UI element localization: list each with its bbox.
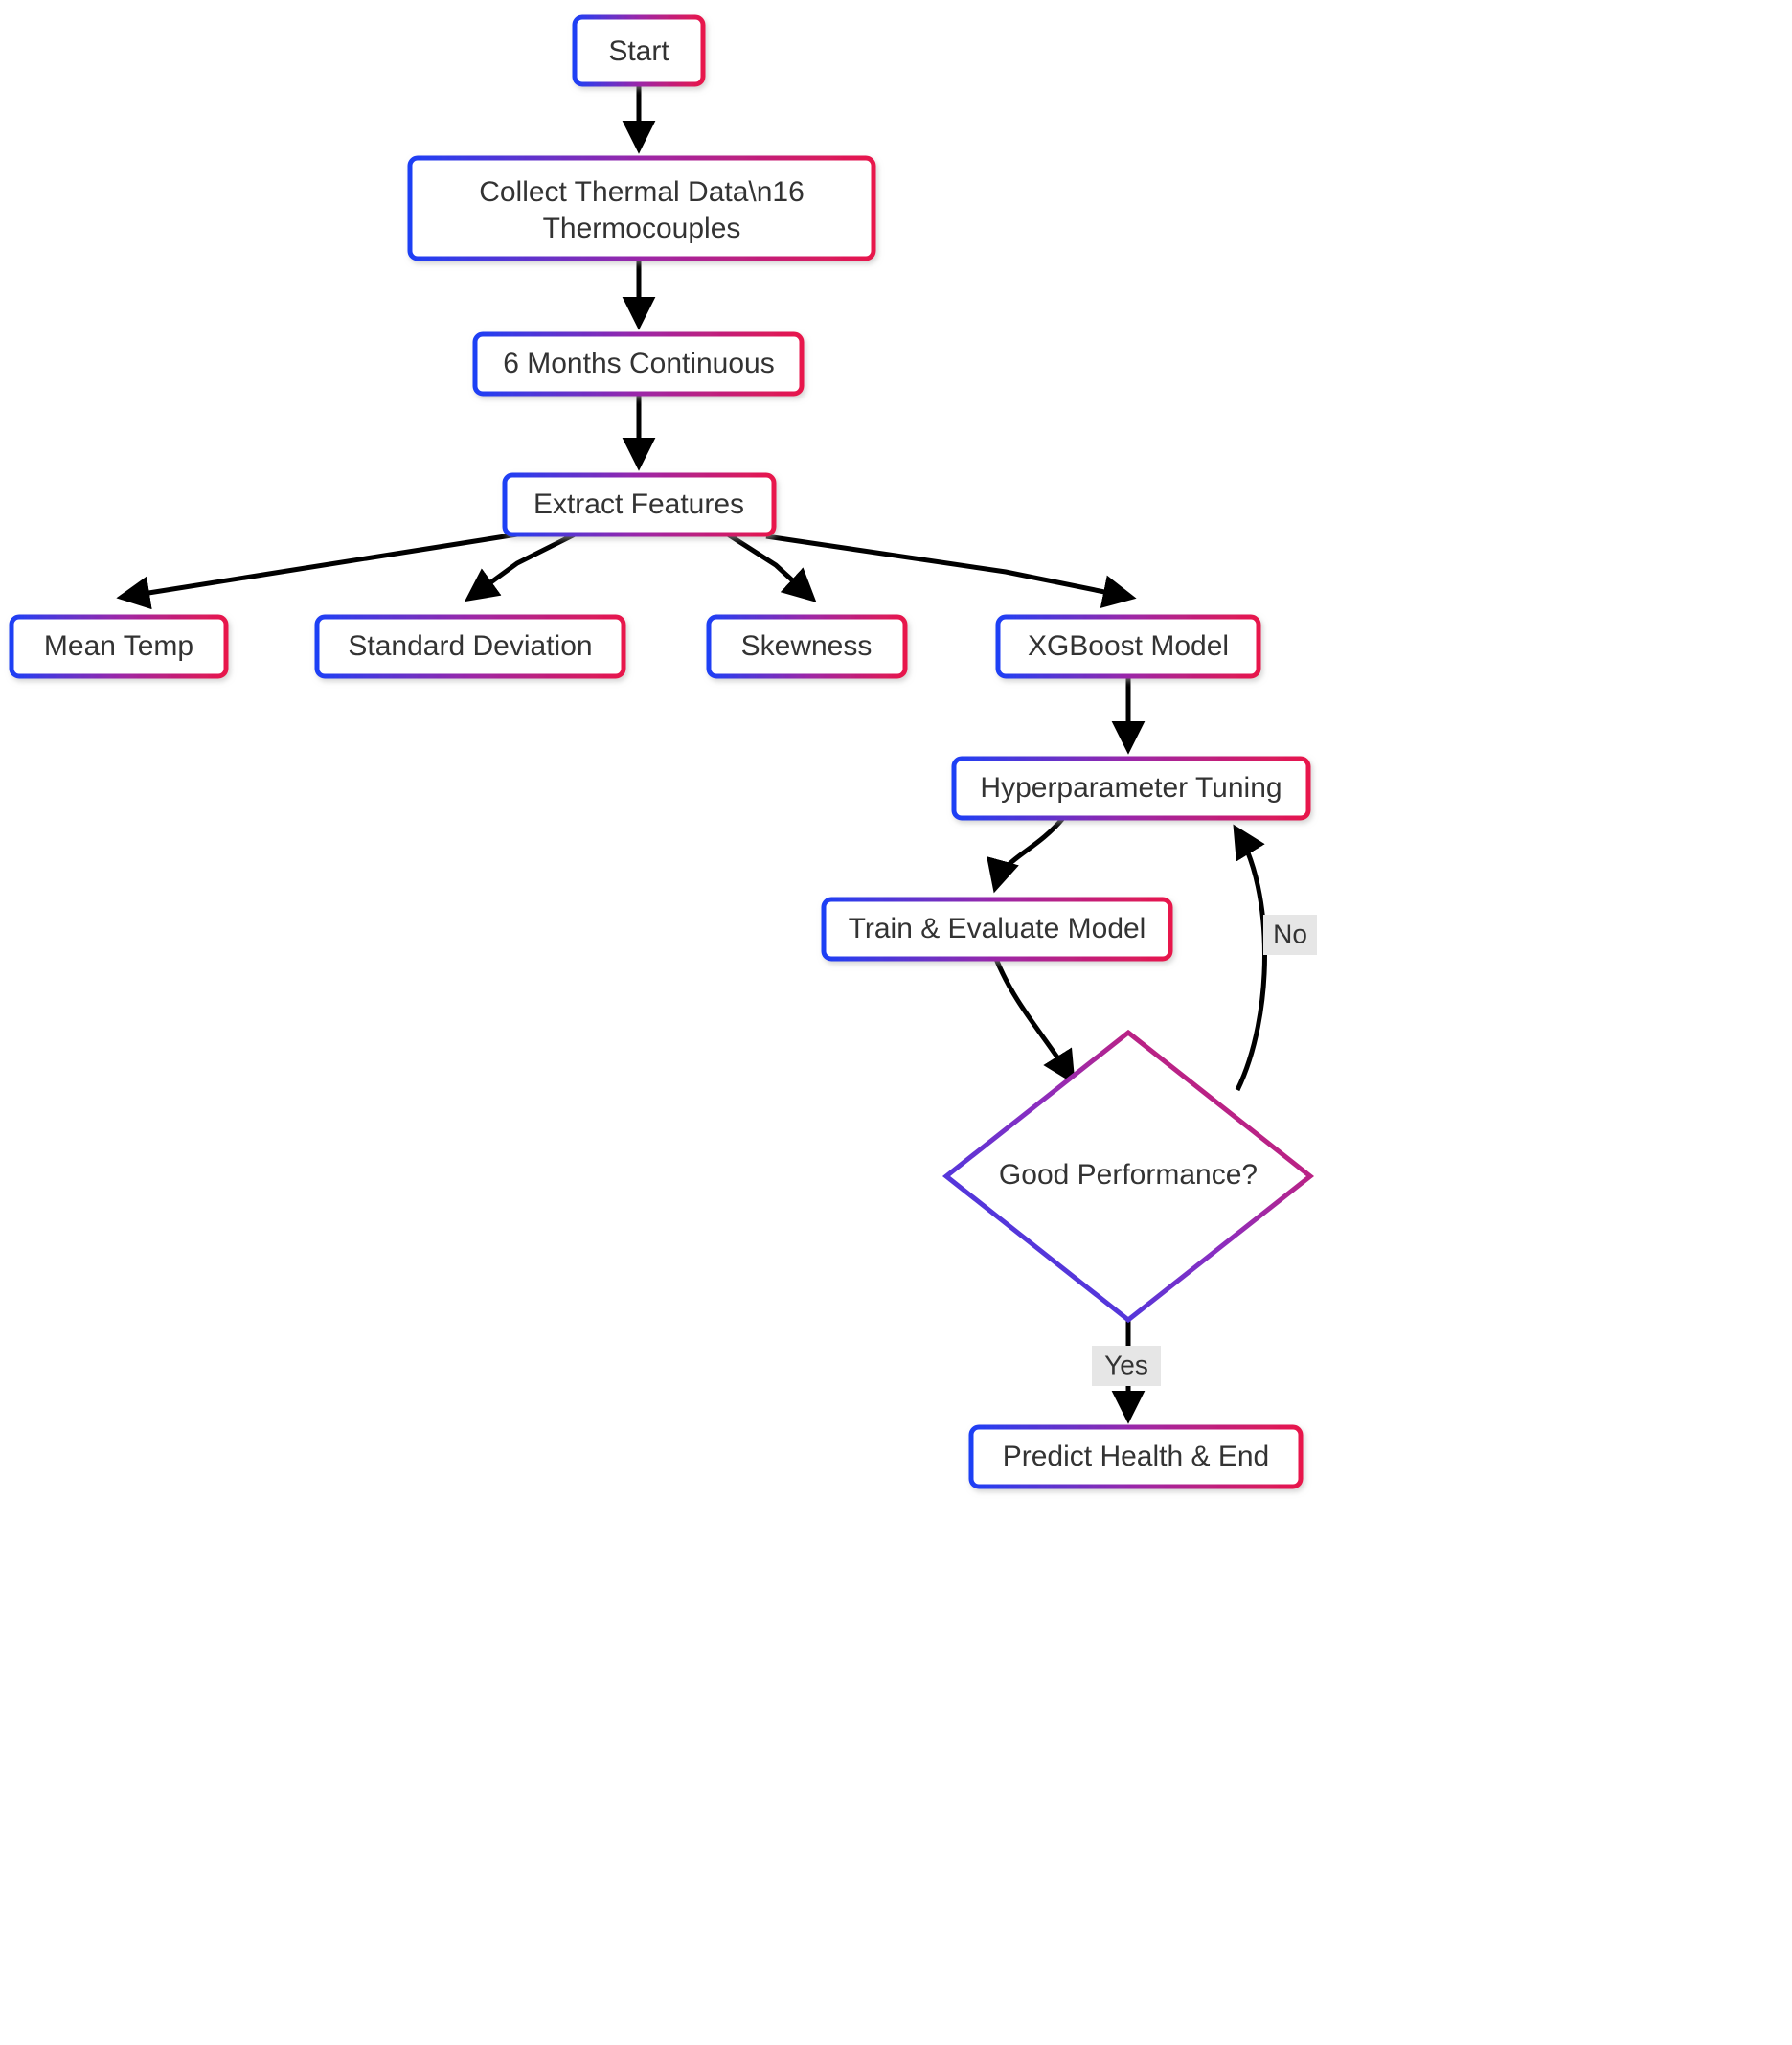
node-mean-temp-shape[interactable]: [9, 614, 229, 679]
edge-extract-to-std: [464, 532, 577, 602]
node-standard-deviation-shape[interactable]: [314, 614, 626, 679]
node-start-shape[interactable]: [572, 14, 706, 87]
node-skewness-label: Skewness: [741, 630, 873, 662]
node-train-evaluate-model-label: Train & Evaluate Model: [849, 913, 1146, 944]
node-predict-health-end-label: Predict Health & End: [1003, 1441, 1269, 1472]
node-hyperparameter-tuning[interactable]: Hyperparameter Tuning: [951, 756, 1311, 821]
node-train-evaluate-model-shape[interactable]: [821, 897, 1173, 962]
edge-tune-to-train: [987, 816, 1065, 894]
node-six-months-continuous[interactable]: 6 Months Continuous: [472, 331, 805, 397]
edge-label-yes-background: [1092, 1346, 1161, 1386]
node-hyperparameter-tuning-shape[interactable]: [951, 756, 1311, 821]
node-mean-temp[interactable]: Mean Temp: [9, 614, 229, 679]
node-train-evaluate-model[interactable]: Train & Evaluate Model: [821, 897, 1173, 962]
node-predict-health-end[interactable]: Predict Health & End: [968, 1424, 1304, 1489]
node-xgboost-model-label: XGBoost Model: [1028, 630, 1229, 662]
edge-extract-to-xgb: [765, 534, 1137, 608]
edge-extract-to-skew: [726, 532, 817, 602]
node-start-label: Start: [608, 35, 669, 67]
edge-extract-to-mean: [116, 532, 518, 610]
edge-label-no-text: No: [1273, 919, 1307, 948]
edge-layer: [116, 84, 1267, 1424]
node-standard-deviation-label: Standard Deviation: [348, 630, 592, 662]
node-collect-thermal-data[interactable]: Collect Thermal Data\n16 Thermocouples: [407, 155, 876, 261]
node-extract-features-shape[interactable]: [502, 472, 777, 537]
node-six-months-continuous-shape[interactable]: [472, 331, 805, 397]
node-good-performance-decision-shape[interactable]: [941, 1029, 1315, 1324]
edge-label-no: No: [1263, 915, 1317, 955]
node-mean-temp-label: Mean Temp: [44, 630, 193, 662]
node-collect-thermal-data-label-line2: Thermocouples: [543, 213, 741, 244]
node-six-months-continuous-label: 6 Months Continuous: [503, 348, 775, 379]
node-standard-deviation[interactable]: Standard Deviation: [314, 614, 626, 679]
node-xgboost-model-shape[interactable]: [995, 614, 1261, 679]
edge-label-no-background: [1263, 915, 1317, 955]
node-start[interactable]: Start: [572, 14, 706, 87]
node-predict-health-end-shape[interactable]: [968, 1424, 1304, 1489]
node-extract-features[interactable]: Extract Features: [502, 472, 777, 537]
edge-label-yes-text: Yes: [1104, 1350, 1148, 1379]
node-hyperparameter-tuning-label: Hyperparameter Tuning: [980, 772, 1282, 804]
node-collect-thermal-data-shape[interactable]: [407, 155, 876, 261]
edge-train-to-perf: [993, 958, 1076, 1085]
edge-label-yes: Yes: [1092, 1346, 1161, 1386]
node-skewness-shape[interactable]: [706, 614, 908, 679]
node-xgboost-model[interactable]: XGBoost Model: [995, 614, 1261, 679]
node-extract-features-label: Extract Features: [533, 489, 744, 520]
node-skewness[interactable]: Skewness: [706, 614, 908, 679]
edge-perf-to-tune-no: [1233, 824, 1267, 1092]
node-collect-thermal-data-label-line1: Collect Thermal Data\n16: [479, 176, 805, 208]
node-good-performance-decision[interactable]: Good Performance?: [941, 1029, 1315, 1324]
node-good-performance-decision-label: Good Performance?: [999, 1159, 1258, 1191]
